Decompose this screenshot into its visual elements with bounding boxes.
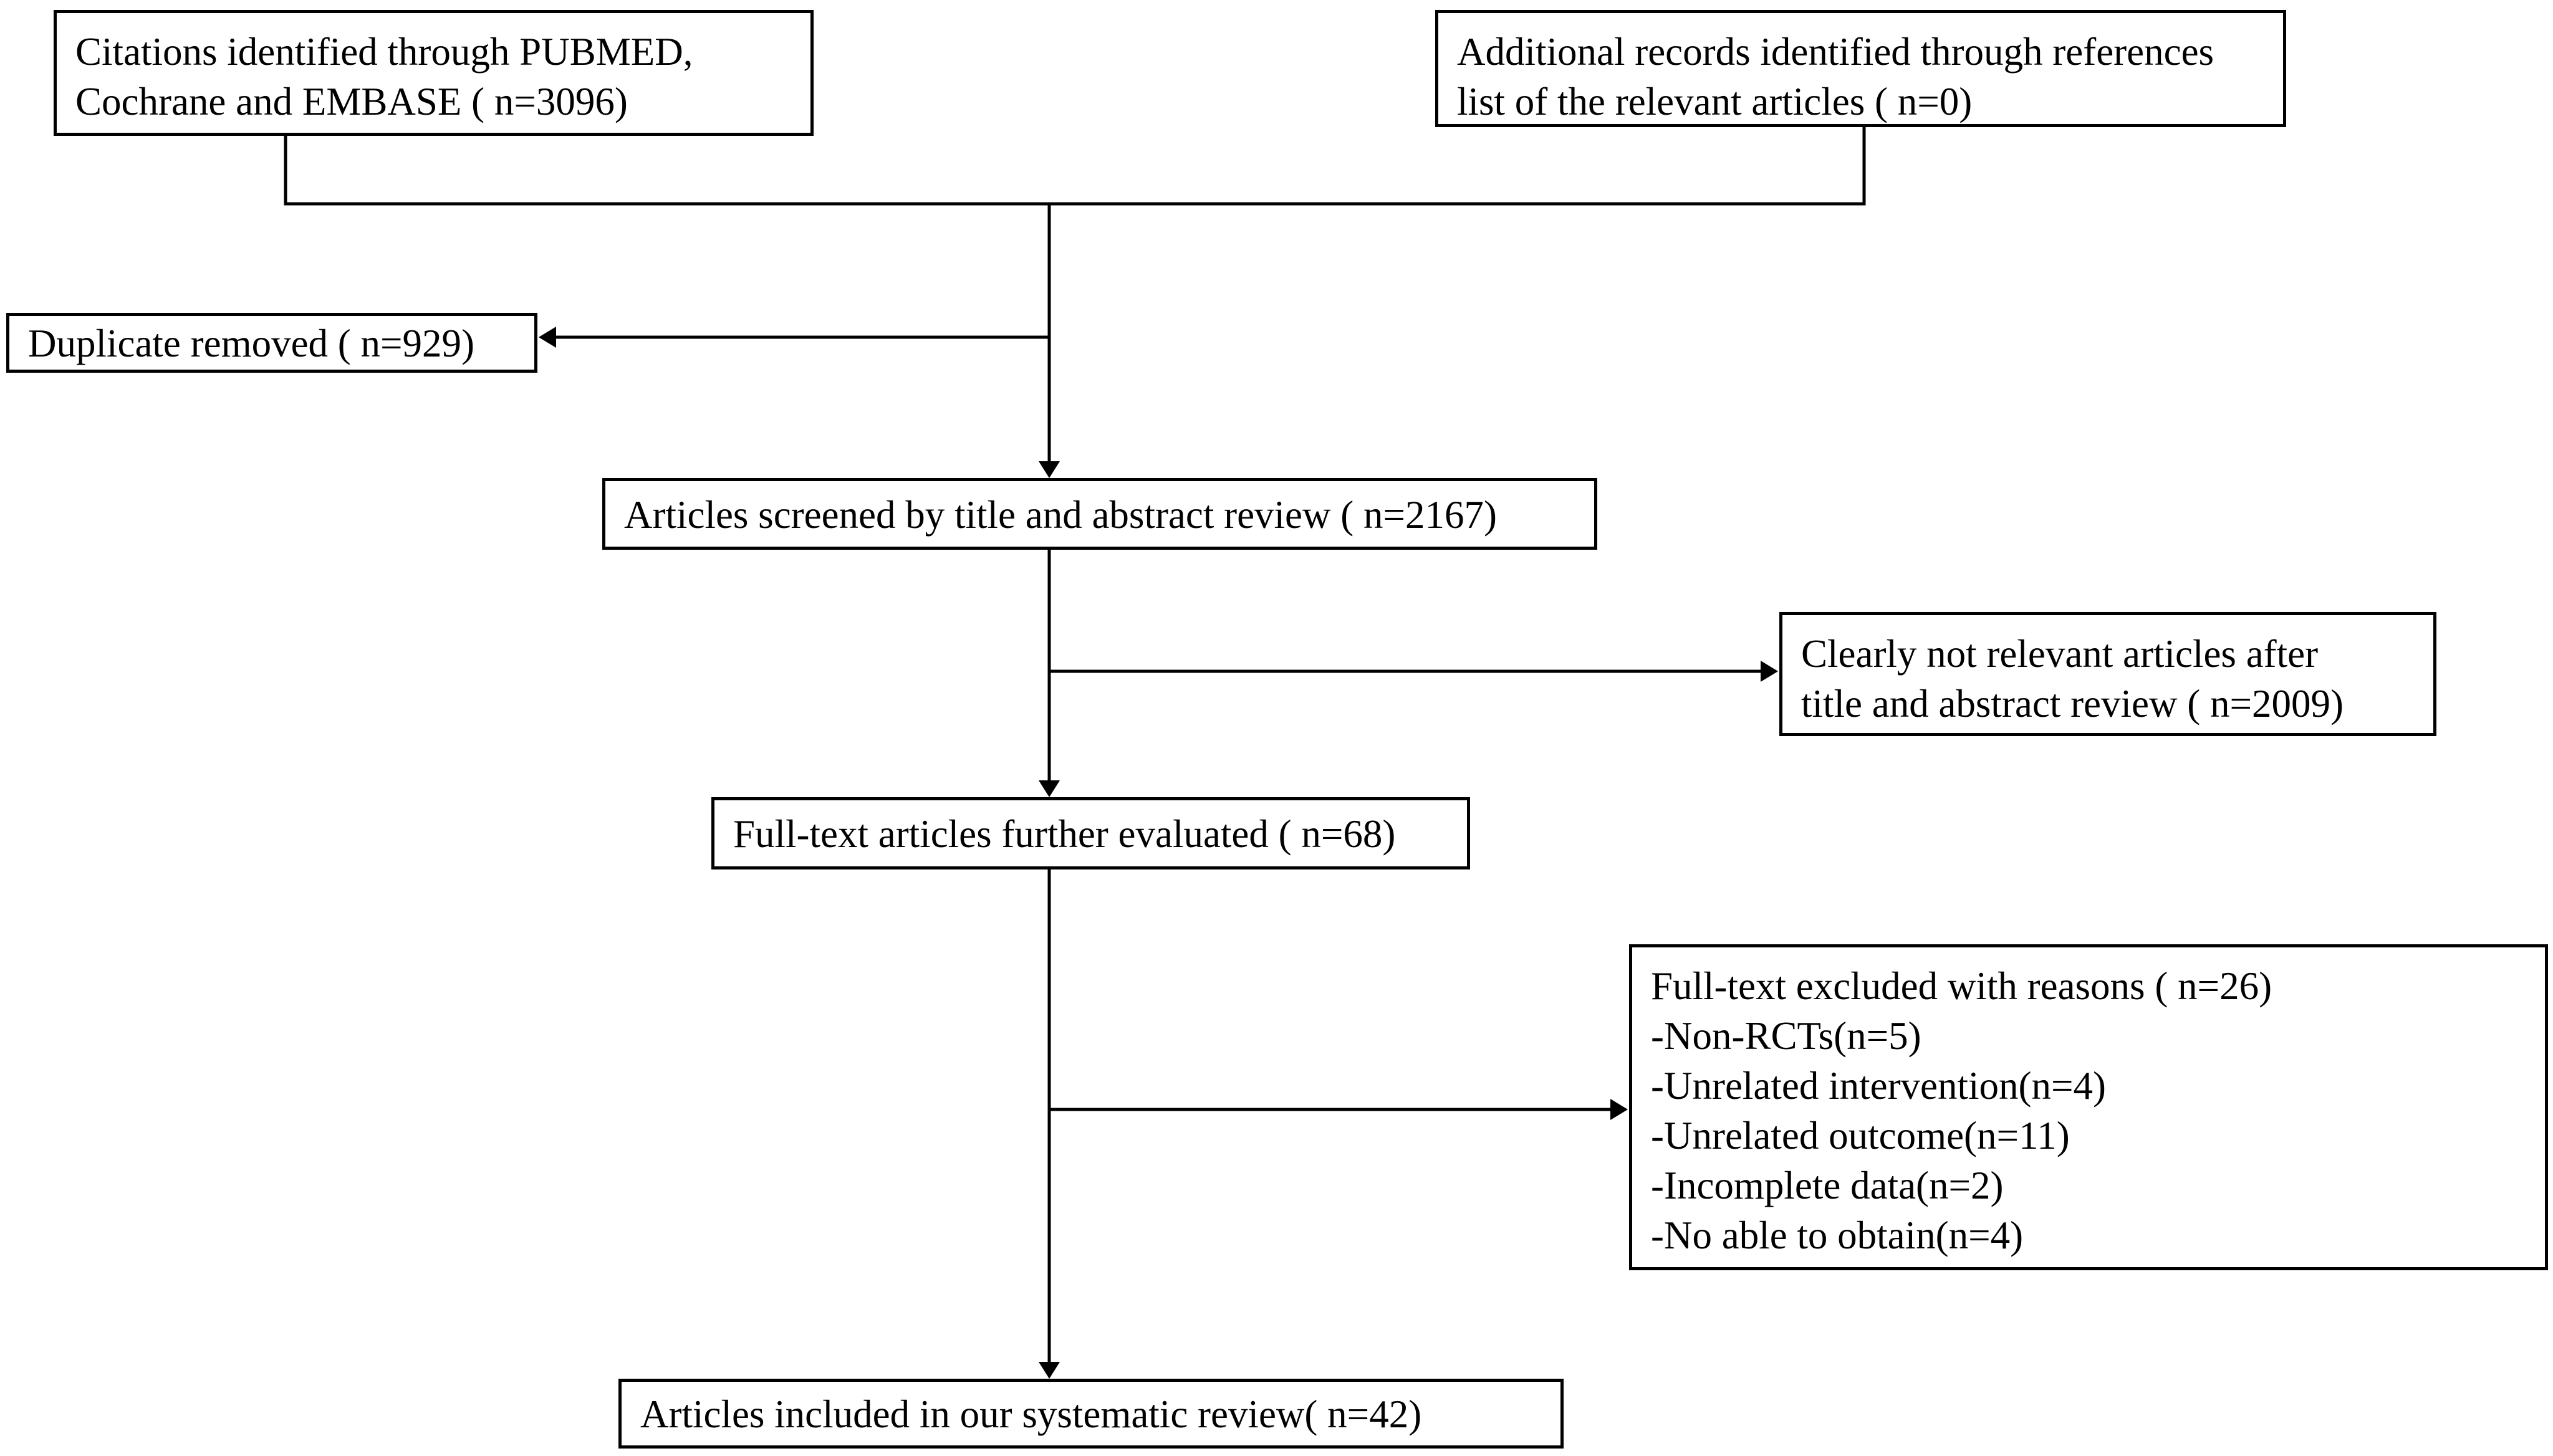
box-text-line: Duplicate removed ( n=929) [28, 322, 475, 365]
box-text-line: Full-text articles further evaluated ( n… [733, 812, 1396, 856]
articles-screened-box: Articles screened by title and abstract … [602, 478, 1597, 550]
box-text-line: list of the relevant articles ( n=0) [1457, 80, 1973, 123]
exclusion-reason: -Incomplete data(n=2) [1651, 1164, 2004, 1207]
box-text-line: Cochrane and EMBASE ( n=3096) [75, 80, 628, 123]
box-text-line: Full-text excluded with reasons ( n=26) [1651, 964, 2272, 1008]
exclusion-reason: -Non-RCTs(n=5) [1651, 1014, 1921, 1058]
arrowhead-to-duplicate [539, 327, 556, 348]
full-text-excluded-box: Full-text excluded with reasons ( n=26) … [1629, 944, 2548, 1270]
box-text-line: Clearly not relevant articles after [1801, 632, 2319, 676]
arrowhead-to-excluded [1610, 1099, 1628, 1120]
exclusion-reason: -Unrelated outcome(n=11) [1651, 1114, 2070, 1157]
additional-records-box: Additional records identified through re… [1435, 10, 2286, 127]
box-text-line: Articles screened by title and abstract … [624, 493, 1497, 537]
citations-identified-box: Citations identified through PUBMED, Coc… [54, 10, 814, 136]
duplicates-removed-box: Duplicate removed ( n=929) [6, 313, 537, 373]
arrowhead-to-not-relevant [1761, 661, 1778, 682]
box-text-line: title and abstract review ( n=2009) [1801, 682, 2344, 726]
box-text-line: Additional records identified through re… [1457, 30, 2214, 74]
box-text-line: Citations identified through PUBMED, [75, 30, 693, 74]
arrowhead-to-screened [1039, 461, 1060, 478]
full-text-evaluated-box: Full-text articles further evaluated ( n… [711, 797, 1470, 869]
exclusion-reason: -Unrelated intervention(n=4) [1651, 1064, 2107, 1108]
box-text-line: Articles included in our systematic revi… [640, 1392, 1422, 1436]
not-relevant-box: Clearly not relevant articles after titl… [1779, 612, 2436, 736]
articles-included-box: Articles included in our systematic revi… [618, 1379, 1564, 1449]
arrowhead-to-included [1039, 1362, 1060, 1379]
exclusion-reason: -No able to obtain(n=4) [1651, 1214, 2024, 1257]
arrowhead-to-fulltext [1039, 780, 1060, 797]
